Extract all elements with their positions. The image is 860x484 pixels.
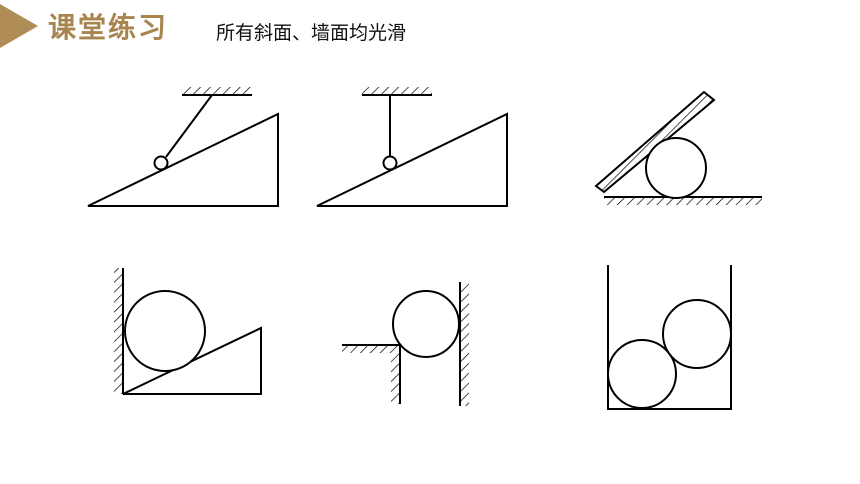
figure-1-incline-slanted-string [87, 87, 279, 207]
figure-4-ball-wall-wedge [114, 268, 262, 395]
figure-6-two-balls-container [607, 265, 732, 410]
figure-2-incline-vertical-string [316, 87, 508, 207]
figure-3-ball-under-board [594, 90, 762, 205]
page-title: 课堂练习 [48, 11, 169, 44]
page-subtitle: 所有斜面、墙面均光滑 [216, 22, 407, 44]
figure-5-ball-step-wall [342, 282, 469, 406]
header-arrow-icon [0, 4, 38, 48]
